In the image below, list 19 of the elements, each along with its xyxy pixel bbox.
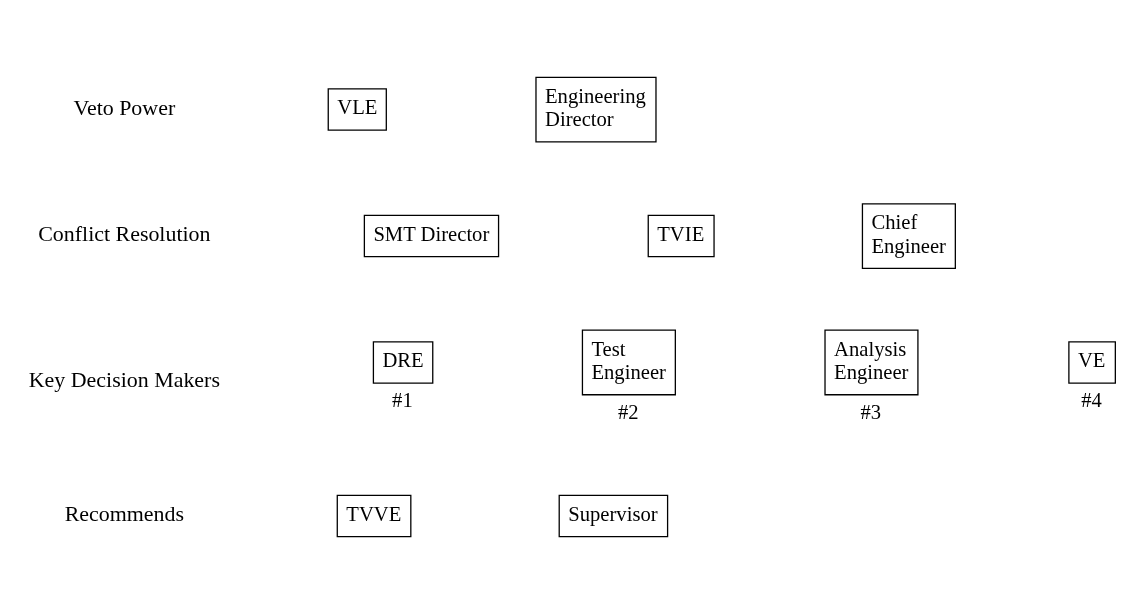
label: Veto Power bbox=[73, 94, 176, 120]
node-box: Chief Engineer bbox=[861, 203, 956, 269]
node-box: SMT Director bbox=[363, 214, 500, 258]
label: Recommends bbox=[64, 501, 185, 527]
node-label: #3 bbox=[860, 401, 882, 423]
node-box: VE bbox=[1068, 341, 1116, 384]
node-box: DRE bbox=[372, 341, 434, 384]
node-box: TVVE bbox=[336, 494, 412, 538]
node-box: Supervisor bbox=[558, 494, 669, 538]
node-box: VLE bbox=[327, 88, 387, 131]
node-label: #4 bbox=[1081, 389, 1102, 412]
node-box: Engineering Director bbox=[535, 76, 657, 143]
label: Conflict Resolution bbox=[38, 221, 211, 247]
label: Key Decision Makers bbox=[28, 367, 220, 393]
node-box: TVIE bbox=[647, 214, 715, 258]
node-label: #1 bbox=[392, 389, 413, 412]
node-box: Test Engineer bbox=[581, 329, 676, 396]
node-label: #2 bbox=[617, 401, 639, 423]
node-box: Analysis Engineer bbox=[824, 329, 919, 396]
